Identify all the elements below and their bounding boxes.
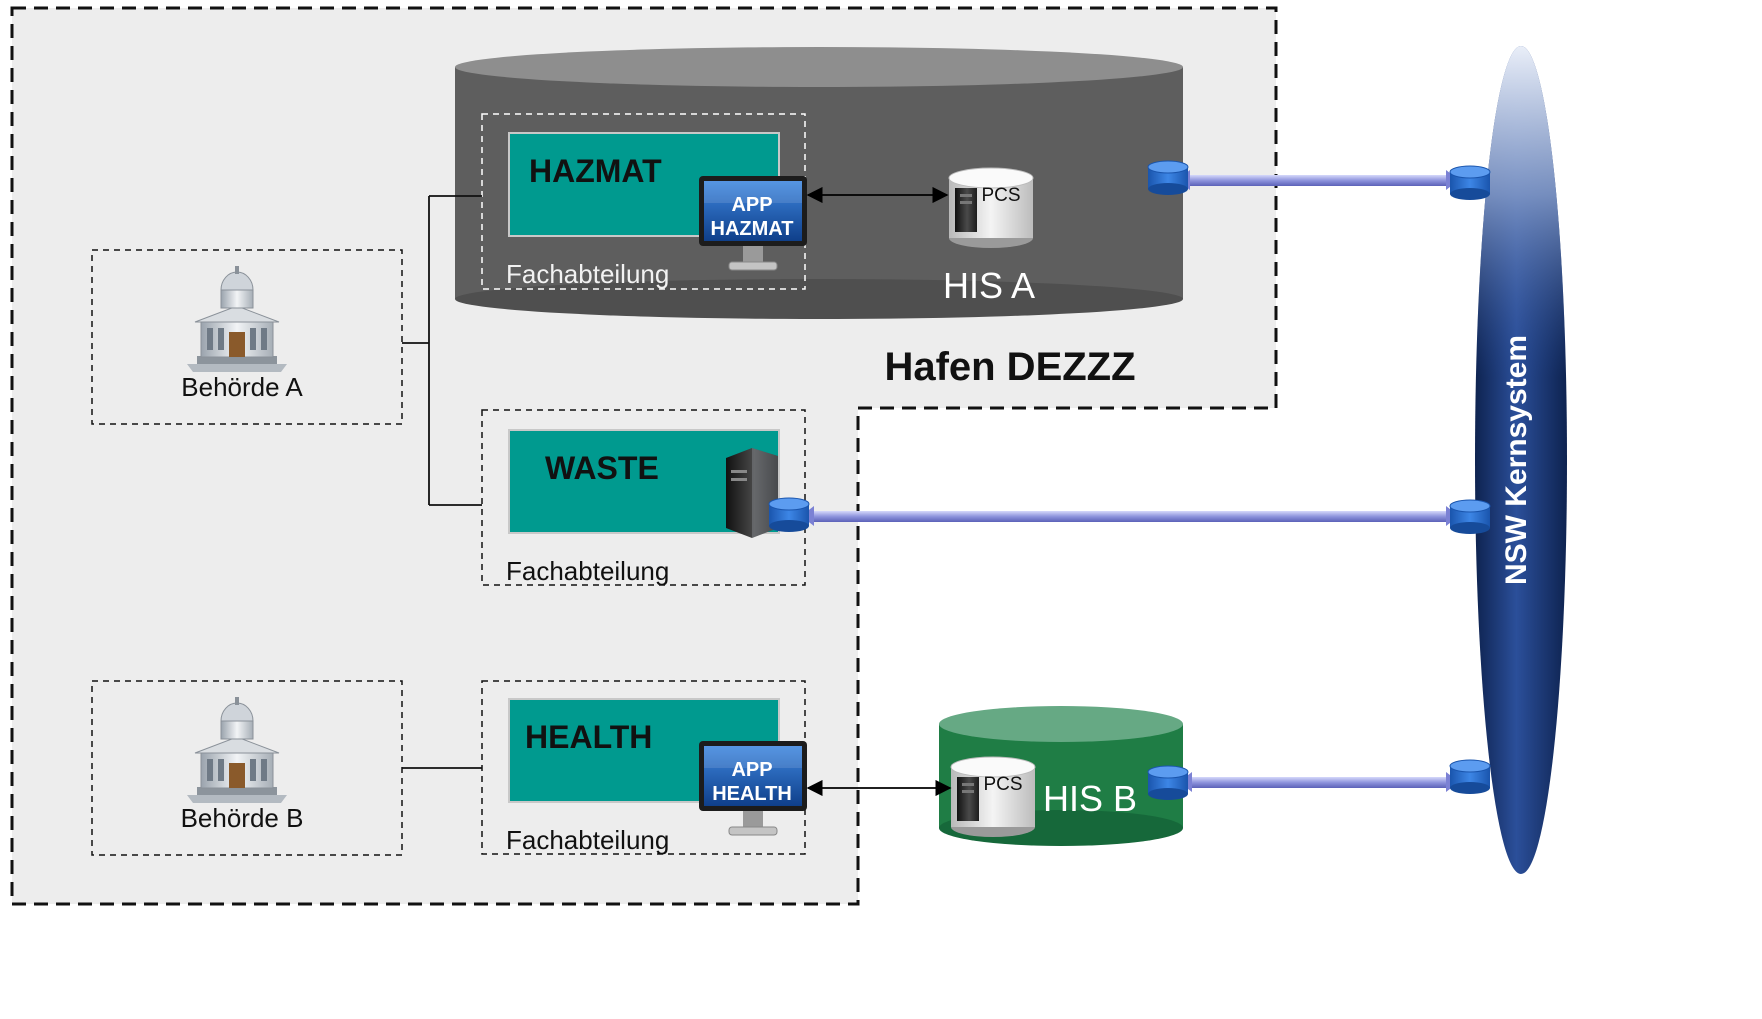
port-nsw-b	[1449, 759, 1491, 795]
department-title-health: HEALTH	[525, 719, 652, 755]
authority-box-a	[91, 249, 403, 425]
app-health-label-2: HEALTH	[712, 783, 792, 805]
his-a-cylinder	[455, 47, 1183, 319]
authority-a-label: Behörde A	[181, 372, 303, 402]
port-his-a	[1147, 160, 1189, 196]
pcs-b-icon	[950, 756, 1036, 838]
his-a-label: HIS A	[943, 265, 1035, 306]
port-his-b	[1147, 765, 1189, 801]
pcs-a-label: PCS	[981, 185, 1020, 206]
pcs-b-label: PCS	[983, 774, 1022, 795]
department-box-waste	[481, 409, 806, 586]
region-title: Hafen DEZZZ	[884, 345, 1135, 389]
port-waste	[768, 497, 810, 533]
waste-nsw-link	[801, 506, 1459, 526]
authority-b-label: Behörde B	[181, 803, 304, 833]
app-health-label-1: APP	[731, 759, 772, 781]
nsw-core-system	[1475, 46, 1567, 874]
port-nsw-waste	[1449, 499, 1491, 535]
pcs-a-icon	[948, 167, 1034, 249]
authority-a-connector	[402, 195, 482, 506]
core-label: NSW Kernsystem	[1500, 335, 1533, 585]
port-nsw-a	[1449, 165, 1491, 201]
department-title-hazmat: HAZMAT	[529, 153, 662, 189]
department-title-waste: WASTE	[545, 450, 659, 486]
his-b-label: HIS B	[1043, 778, 1137, 819]
his-b-cylinder	[939, 706, 1183, 846]
waste-server-icon	[726, 448, 778, 538]
department-caption-hazmat: Fachabteilung	[506, 259, 669, 289]
his-b-nsw-link	[1179, 772, 1459, 792]
app-hazmat-label-1: APP	[731, 194, 772, 216]
app-hazmat-label-2: HAZMAT	[711, 218, 794, 240]
department-caption-waste: Fachabteilung	[506, 556, 669, 586]
department-caption-health: Fachabteilung	[506, 825, 669, 855]
